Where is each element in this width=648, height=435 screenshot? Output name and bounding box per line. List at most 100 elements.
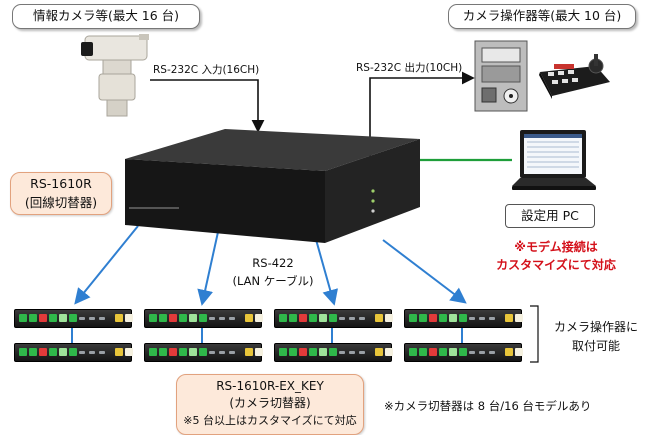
rs422-line-2 xyxy=(197,231,219,306)
key-button-led xyxy=(89,317,95,320)
rs1610r-label-box: RS-1610R (回線切替器) xyxy=(10,172,112,215)
key-button-led xyxy=(419,348,427,356)
key-button-led xyxy=(115,348,123,356)
key-button-led xyxy=(349,317,355,320)
key-button-led xyxy=(339,351,345,354)
key-button-led xyxy=(289,314,297,322)
setup-pc-icon xyxy=(512,130,596,190)
key-button-led xyxy=(69,348,77,356)
key-button-led xyxy=(359,351,365,354)
key-module xyxy=(274,309,393,328)
key-button-led xyxy=(169,348,177,356)
rs232c-input-label: RS-232C 入力(16CH) xyxy=(153,64,260,76)
camera-title: 情報カメラ等(最大 16 台) xyxy=(32,8,180,23)
key-button-led xyxy=(159,348,167,356)
key-button-led xyxy=(159,314,167,322)
key-button-led xyxy=(469,317,475,320)
key-button-led xyxy=(245,348,253,356)
operator-title: カメラ操作器等(最大 10 台) xyxy=(462,8,622,23)
rs1610r-subtitle: (回線切替器) xyxy=(24,195,98,210)
key-button-led xyxy=(439,348,447,356)
key-button-led xyxy=(255,314,263,322)
key-button-led xyxy=(469,351,475,354)
key-button-led xyxy=(69,314,77,322)
key-button-led xyxy=(59,348,67,356)
rs422-line-3 xyxy=(314,235,338,306)
key-button-led xyxy=(309,314,317,322)
key-button-led xyxy=(199,348,207,356)
key-button-led xyxy=(449,314,457,322)
key-button-led xyxy=(219,317,225,320)
mountable-note-line-1: カメラ操作器に xyxy=(553,320,638,334)
operator-title-box: カメラ操作器等(最大 10 台) xyxy=(448,4,636,29)
key-button-led xyxy=(39,314,47,322)
key-button-led xyxy=(49,348,57,356)
key-button-led xyxy=(385,348,393,356)
camera-title-box: 情報カメラ等(最大 16 台) xyxy=(12,4,200,29)
key-button-led xyxy=(19,314,27,322)
key-button-led xyxy=(179,314,187,322)
key-button-led xyxy=(179,348,187,356)
key-button-led xyxy=(385,314,393,322)
operator-panel-icon xyxy=(474,40,528,112)
key-button-led xyxy=(189,314,197,322)
key-button-led xyxy=(409,348,417,356)
operator-output-line xyxy=(369,71,475,156)
key-button-led xyxy=(459,314,467,322)
key-button-led xyxy=(209,351,215,354)
key-button-led xyxy=(489,317,495,320)
key-button-led xyxy=(149,314,157,322)
rs422-line-4 xyxy=(382,239,467,304)
key-module xyxy=(144,309,263,328)
key-button-led xyxy=(115,314,123,322)
key-button-led xyxy=(489,351,495,354)
key-button-led xyxy=(479,317,485,320)
switcher-model-note: ※カメラ切替器は 8 台/16 台モデルあり xyxy=(384,399,592,413)
key-button-led xyxy=(255,348,263,356)
key-button-led xyxy=(299,314,307,322)
key-button-led xyxy=(279,314,287,322)
key-button-led xyxy=(39,348,47,356)
rs1610r-name: RS-1610R xyxy=(30,176,92,191)
ex-key-subtitle: (カメラ切替器) xyxy=(229,396,311,410)
key-button-led xyxy=(409,314,417,322)
key-module xyxy=(14,343,133,362)
key-button-led xyxy=(349,351,355,354)
ex-key-label-box: RS-1610R-EX_KEY (カメラ切替器) ※5 台以上はカスタマイズにて… xyxy=(176,374,364,435)
key-module xyxy=(404,309,523,328)
key-button-led xyxy=(319,314,327,322)
key-button-led xyxy=(125,348,133,356)
key-button-led xyxy=(515,314,523,322)
key-button-led xyxy=(375,314,383,322)
key-button-led xyxy=(309,348,317,356)
key-button-led xyxy=(199,314,207,322)
modem-note: ※モデム接続は カスタマイズにて対応 xyxy=(470,238,642,274)
key-button-led xyxy=(79,351,85,354)
rs422-line-label: RS-422 xyxy=(252,256,294,270)
ex-key-note: ※5 台以上はカスタマイズにて対応 xyxy=(183,414,357,427)
camera-icon xyxy=(81,34,149,117)
main-device-rs1610r xyxy=(125,129,420,243)
key-button-led xyxy=(49,314,57,322)
key-button-led xyxy=(229,351,235,354)
key-button-led xyxy=(329,348,337,356)
key-button-led xyxy=(79,317,85,320)
key-button-led xyxy=(429,348,437,356)
mountable-note-line-2: 取付可能 xyxy=(571,339,620,353)
modem-note-line-1: ※モデム接続は xyxy=(514,240,598,254)
key-button-led xyxy=(279,348,287,356)
key-button-led xyxy=(245,314,253,322)
key-button-led xyxy=(125,314,133,322)
key-module xyxy=(144,343,263,362)
key-module xyxy=(404,343,523,362)
key-button-led xyxy=(479,351,485,354)
key-button-led xyxy=(419,314,427,322)
key-button-led xyxy=(459,348,467,356)
key-button-led xyxy=(439,314,447,322)
setup-pc-label: 設定用 PC xyxy=(521,208,579,223)
key-button-led xyxy=(339,317,345,320)
key-button-led xyxy=(99,351,105,354)
key-module xyxy=(14,309,133,328)
key-button-led xyxy=(209,317,215,320)
